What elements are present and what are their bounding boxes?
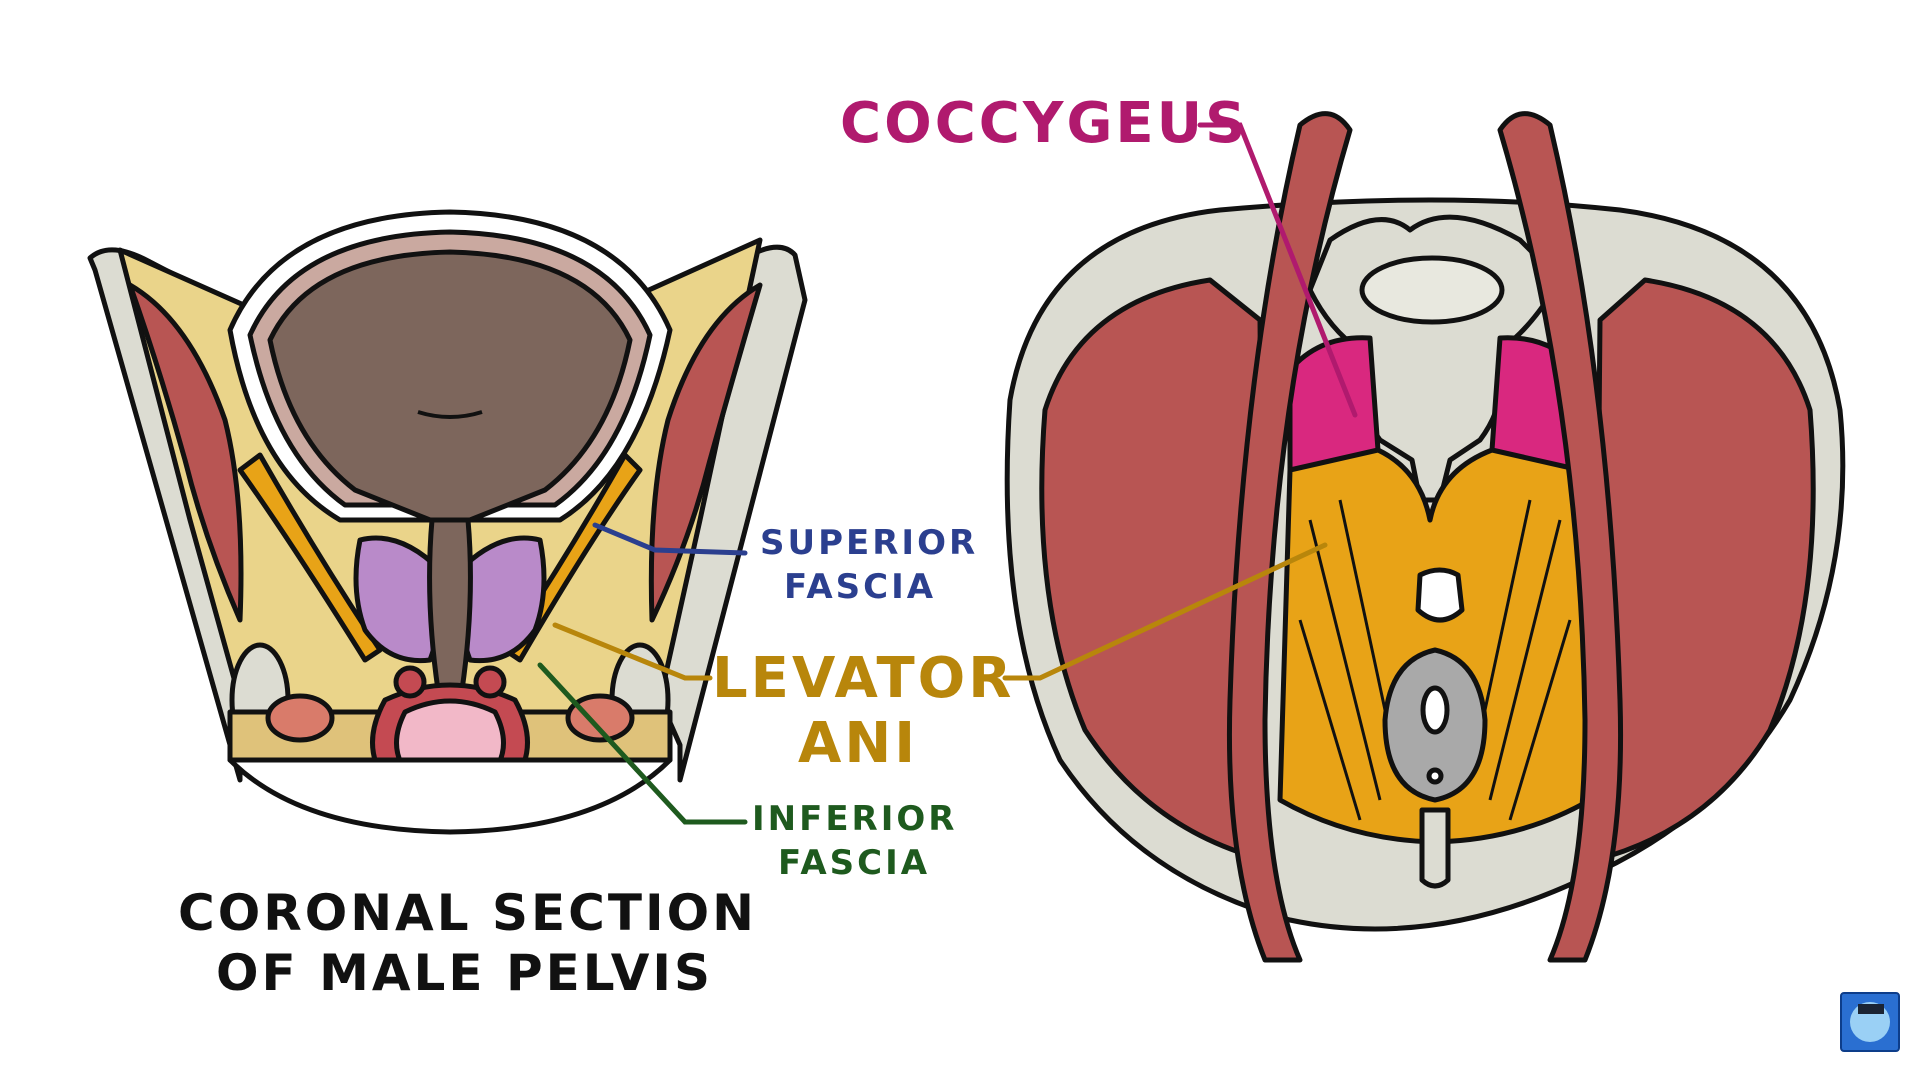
levator-ani-label-line2: ANI	[798, 711, 918, 776]
levator-ani-leader-left	[552, 622, 713, 681]
bladder	[267, 249, 633, 523]
obturator-internus-left-mass	[1039, 277, 1268, 863]
coccygeus-label: COCCYGEUS	[840, 91, 1248, 156]
inferior-fascia-label-line1: INFERIOR	[752, 799, 957, 839]
urethra	[427, 517, 473, 693]
bladder-fold	[417, 410, 483, 419]
pelvic-floor-illustration	[1004, 111, 1846, 963]
coronal-section-illustration	[87, 209, 808, 835]
logo-graduation-cap	[1858, 1004, 1884, 1014]
superior-fascia-leader	[592, 522, 748, 556]
caption-line2: OF MALE PELVIS	[216, 944, 713, 1002]
coccygeus-leader	[1197, 122, 1358, 418]
caption-line1: CORONAL SECTION	[178, 884, 757, 942]
coccyx-tip	[1419, 807, 1451, 889]
anal-pore	[1426, 767, 1444, 785]
anal-opening	[1420, 685, 1450, 735]
levator-ani-leader-right	[1002, 542, 1328, 681]
superior-fascia-label-line1: SUPERIOR	[760, 523, 978, 563]
urethral-opening	[1415, 567, 1465, 623]
superior-fascia-label-line2: FASCIA	[784, 567, 936, 607]
vertebral-body	[1359, 255, 1505, 325]
prostate-left-lobe	[353, 535, 444, 664]
psoas-right	[1497, 111, 1624, 963]
bulbospongiosus-left	[265, 693, 335, 743]
labels: COCCYGEUS SUPERIOR FASCIA LEVATOR ANI IN…	[178, 91, 1248, 1002]
penile-bulb-left	[393, 665, 427, 699]
levator-ani-left-strip	[237, 452, 383, 663]
inferior-fascia-label-line2: FASCIA	[778, 843, 930, 883]
obturator-internus-left	[127, 282, 244, 623]
penile-bulb-right	[473, 665, 507, 699]
obturator-internus-right-mass	[1592, 277, 1816, 863]
leader-lines	[537, 122, 1358, 825]
channel-logo-icon[interactable]	[1840, 992, 1900, 1052]
bulbospongiosus-right	[565, 693, 635, 743]
levator-ani-label-line1: LEVATOR	[712, 646, 1014, 711]
inferior-fascia-leader	[537, 662, 748, 825]
obturator-internus-right	[648, 282, 763, 623]
base-outline	[227, 757, 673, 835]
prostate-right-lobe	[456, 535, 547, 664]
psoas-left	[1226, 111, 1353, 963]
